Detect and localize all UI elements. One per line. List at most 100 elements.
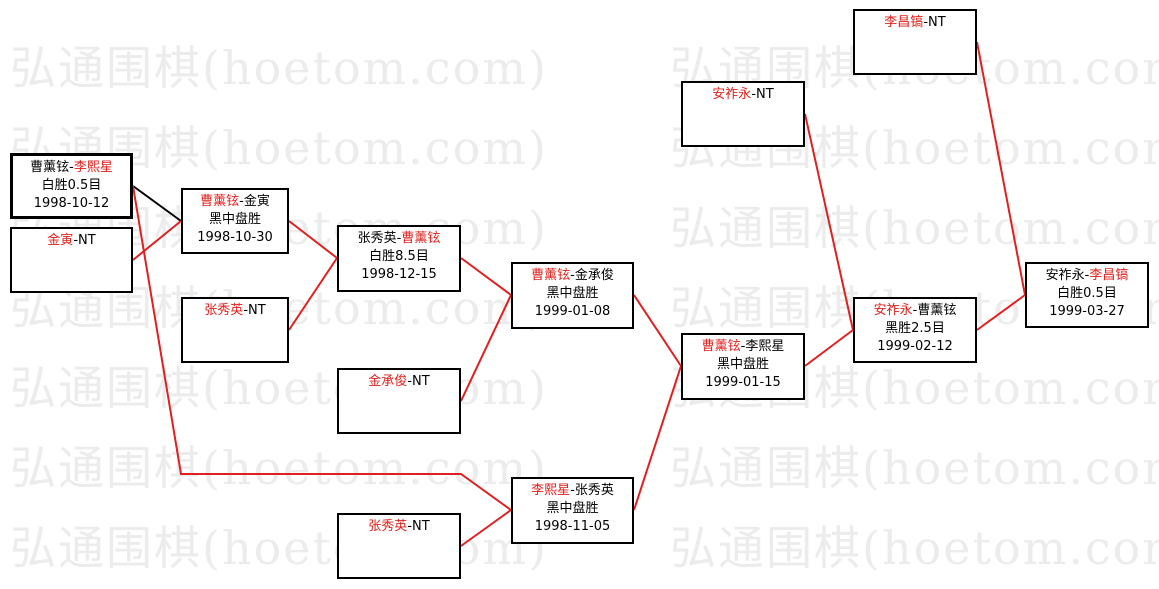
vs-dash: - [923,15,929,30]
player-1-name: 曹薰铉 [200,194,240,209]
connector-line [633,294,682,367]
match-box-r2b: 张秀英-NT [181,297,289,363]
match-result: 黑中盘胜 [208,212,261,227]
connector-line [460,509,512,547]
match-players: 曹薰铉-金寅 [183,193,287,211]
match-players: 安祚永-曹薰铉 [855,302,975,320]
player-2-name: 李熙星 [73,160,113,175]
player-2-name: 李熙星 [745,339,785,354]
connector-line [633,365,682,511]
match-result: 白胜0.5目 [1057,286,1117,301]
vs-dash: - [570,268,575,283]
player-2-name: NT [78,233,96,248]
match-players: 曹薰铉-李熙星 [13,159,130,177]
vs-dash: - [407,374,413,389]
vs-dash: - [243,303,249,318]
player-2-name: 张秀英 [574,483,614,498]
player-1-name: 曹薰铉 [531,268,571,283]
player-2-name: 金承俊 [574,268,614,283]
player-1-name: 张秀英 [368,519,408,534]
vs-dash: - [407,519,413,534]
match-box-r7a: 李昌镐-NT [853,9,977,75]
match-date: 1999-02-12 [877,339,953,354]
match-result: 黑中盘胜 [716,357,769,372]
match-players: 李昌镐-NT [855,14,975,32]
match-box-r3b: 金承俊-NT [337,368,461,434]
player-1-name: 张秀英 [204,303,244,318]
match-date: 1998-10-12 [33,196,110,211]
connector-line [132,220,182,261]
player-2-name: 金寅 [243,194,270,209]
connector-line [132,185,512,511]
match-result: 黑中盘胜 [546,501,599,516]
match-players: 金承俊-NT [339,373,459,391]
match-players: 曹薰铉-李熙星 [683,338,803,356]
match-players: 曹薰铉-金承俊 [513,267,632,285]
player-1-name: 金承俊 [368,374,408,389]
vs-dash: - [69,160,74,175]
connector-line [288,220,338,259]
match-box-final: 安祚永-李昌镐白胜0.5目 1999-03-27 [1025,262,1149,328]
player-1-name: 曹薰铉 [701,339,741,354]
player-1-name: 曹薰铉 [30,160,70,175]
connector-line [460,257,512,296]
player-2-name: 曹薰铉 [917,303,957,318]
connector-line [976,294,1026,331]
match-result: 黑中盘胜 [546,286,599,301]
match-players: 张秀英-曹薰铉 [339,230,459,248]
connector-line [804,329,854,367]
connector-line [132,185,182,222]
player-2-name: NT [412,519,430,534]
match-players: 张秀英-NT [339,518,459,536]
match-box-r1b: 金寅-NT [10,227,133,293]
match-players: 金寅-NT [12,232,131,250]
player-2-name: NT [248,303,266,318]
connector-line [976,41,1026,296]
match-players: 李熙星-张秀英 [513,482,632,500]
match-date: 1999-03-27 [1049,304,1125,319]
player-2-name: NT [412,374,430,389]
connector-line [804,113,854,331]
match-date: 1999-01-08 [534,304,611,319]
vs-dash: - [740,339,746,354]
vs-dash: - [1084,268,1090,283]
match-date: 1998-12-15 [361,267,437,282]
vs-dash: - [73,233,79,248]
player-2-name: 曹薰铉 [401,231,441,246]
vs-dash: - [751,87,757,102]
player-1-name: 张秀英 [357,231,397,246]
match-date: 1999-01-15 [705,375,781,390]
match-result: 白胜8.5目 [369,249,429,264]
player-1-name: 安祚永 [1045,268,1085,283]
match-players: 安祚永-李昌镐 [1027,267,1147,285]
player-2-name: NT [928,15,946,30]
player-1-name: 安祚永 [873,303,913,318]
match-box-r3c: 张秀英-NT [337,513,461,579]
player-1-name: 李熙星 [531,483,571,498]
match-result: 黑胜2.5目 [885,321,945,336]
match-box-r6a: 安祚永-NT [681,81,805,147]
connector-line [460,294,512,402]
match-players: 张秀英-NT [183,302,287,320]
player-1-name: 李昌镐 [884,15,924,30]
match-players: 安祚永-NT [683,86,803,104]
player-1-name: 金寅 [47,233,74,248]
vs-dash: - [912,303,918,318]
player-1-name: 安祚永 [712,87,752,102]
match-date: 1998-11-05 [534,519,611,534]
vs-dash: - [239,194,244,209]
match-result: 白胜0.5目 [41,178,102,193]
player-2-name: NT [756,87,774,102]
connector-line [288,257,338,331]
vs-dash: - [396,231,402,246]
match-date: 1998-10-30 [197,230,273,245]
vs-dash: - [570,483,575,498]
